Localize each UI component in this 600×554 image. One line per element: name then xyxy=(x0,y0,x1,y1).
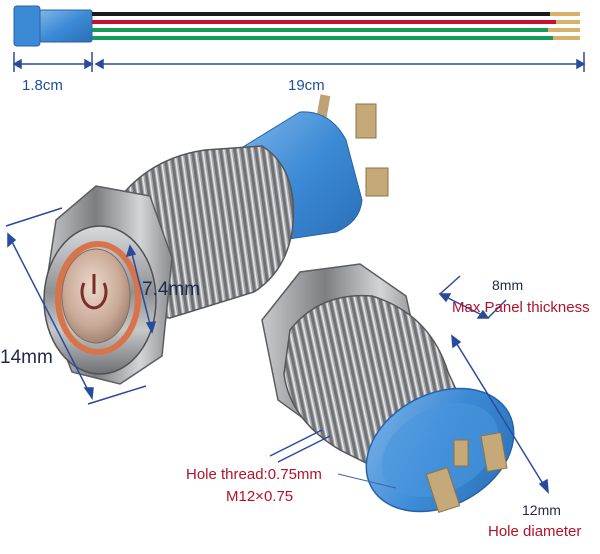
switch-front xyxy=(43,94,389,385)
thread-label: Hole thread:0.75mm xyxy=(186,466,322,483)
thread-spec-label: M12×0.75 xyxy=(226,488,294,505)
power-symbol-icon xyxy=(80,274,108,310)
cable-assembly xyxy=(13,5,580,47)
cable-dimension-lines xyxy=(12,52,586,72)
connector-length-label: 1.8cm xyxy=(22,77,63,94)
panel-thickness-value: 8mm xyxy=(492,277,524,293)
hole-diameter-value: 12mm xyxy=(522,502,561,518)
led-ring xyxy=(55,241,141,355)
thread-pointer xyxy=(337,473,397,489)
panel-thickness-label: Max Panel thickness xyxy=(452,299,590,316)
hole-diameter-label: Hole diameter xyxy=(488,523,582,540)
outer-diameter-label: 14mm xyxy=(0,347,53,368)
switch-dimension-lines xyxy=(5,207,549,494)
connector-plug xyxy=(13,5,41,47)
wire-tips xyxy=(548,12,580,40)
ring-diameter-label: 7.4mm xyxy=(142,279,201,300)
connector-sleeve xyxy=(39,9,93,43)
wire-length-label: 19cm xyxy=(288,77,325,94)
switch-rear xyxy=(261,263,515,514)
button-face xyxy=(61,248,131,344)
